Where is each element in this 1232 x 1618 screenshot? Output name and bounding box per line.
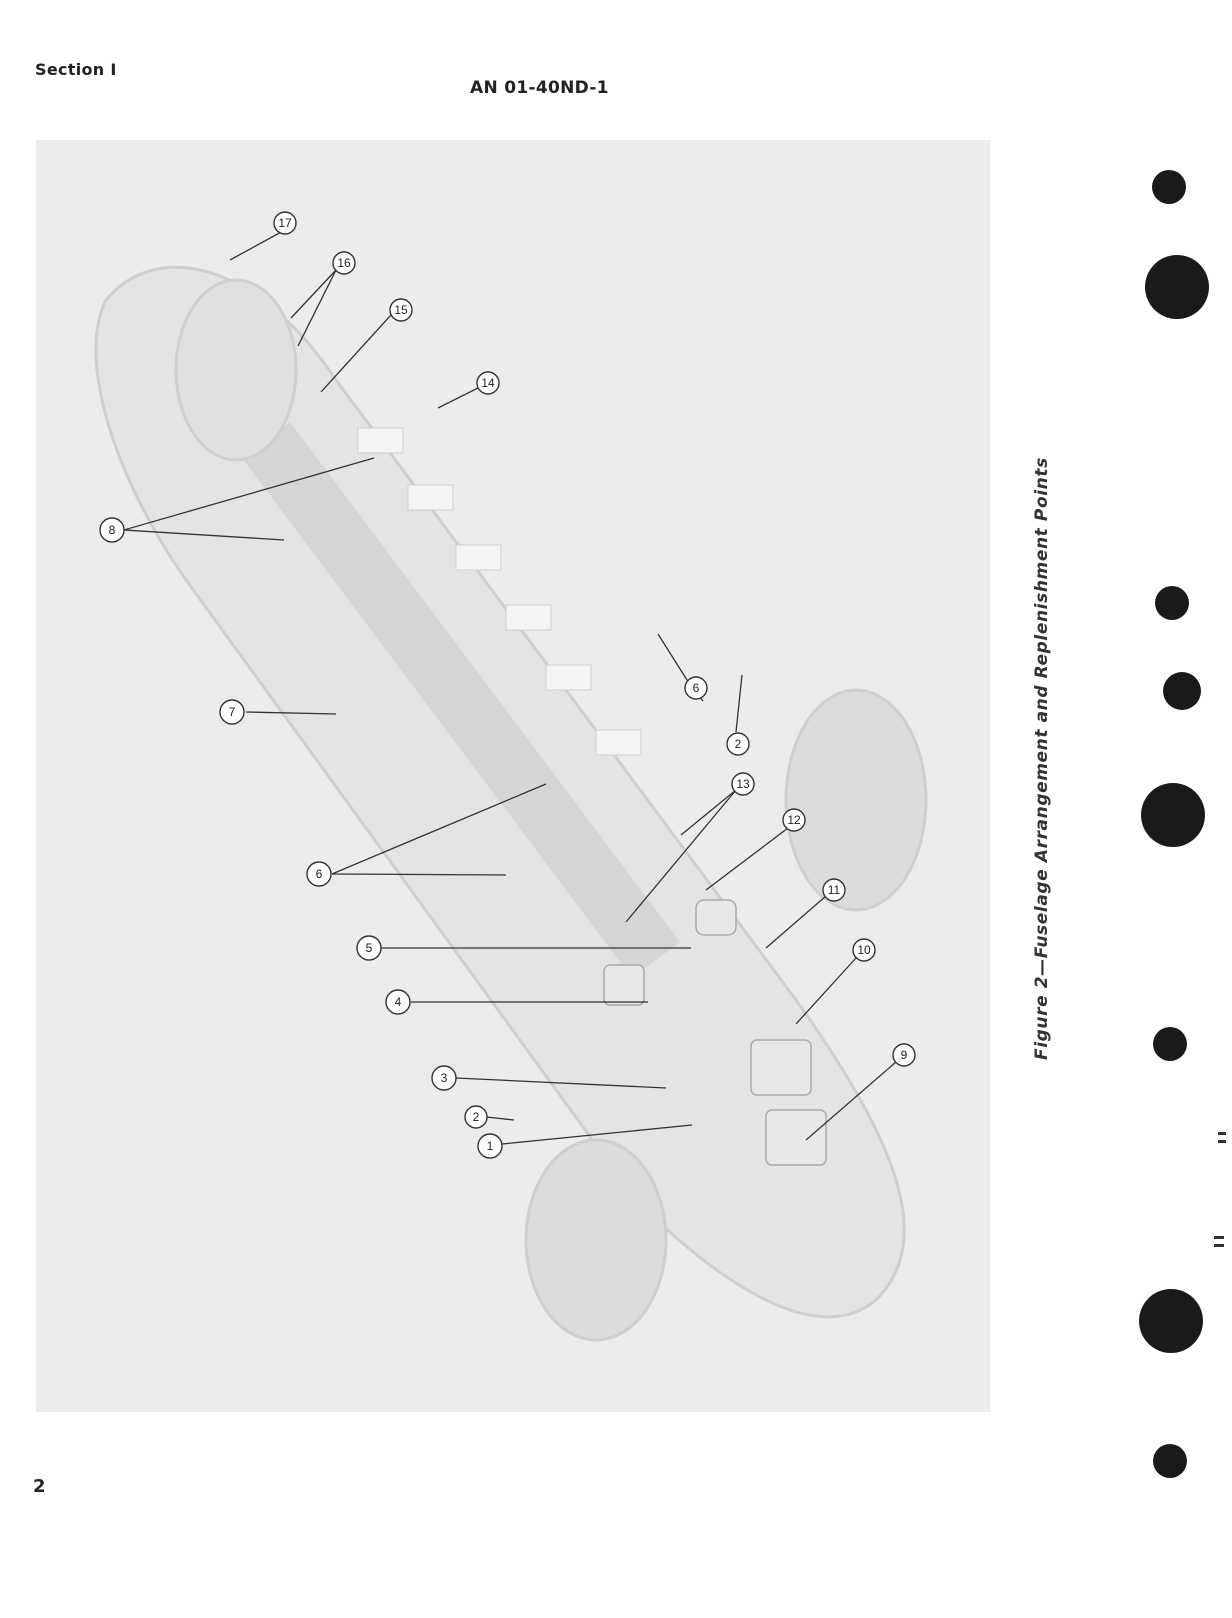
fuselage-drawing: 17 16 15 14 8 7 6 2 6 13 12 5 11 10 4 3 …	[94, 211, 928, 1342]
binder-hole	[1163, 672, 1201, 710]
binder-hole	[1153, 1027, 1187, 1061]
callout-6-right: 6	[684, 676, 708, 700]
callout-17: 17	[273, 211, 297, 235]
document-number: AN 01-40ND-1	[470, 78, 609, 98]
svg-text:8: 8	[109, 523, 116, 537]
callout-7: 7	[219, 699, 245, 725]
registration-mark	[1218, 1140, 1226, 1143]
svg-text:13: 13	[736, 777, 750, 791]
registration-mark	[1214, 1236, 1224, 1239]
callout-8: 8	[99, 517, 125, 543]
svg-text:14: 14	[481, 376, 495, 390]
svg-text:6: 6	[693, 681, 700, 695]
callout-5: 5	[356, 935, 382, 961]
leader-lines	[123, 224, 897, 1145]
callout-10: 10	[852, 938, 876, 962]
svg-text:11: 11	[828, 883, 841, 897]
callout-12: 12	[782, 808, 806, 832]
figure-caption-text: Figure 2—Fuselage Arrangement and Replen…	[1032, 457, 1052, 1060]
callout-13: 13	[731, 772, 755, 796]
fuselage-illustration: 17 16 15 14 8 7 6 2 6 13 12 5 11 10 4 3 …	[36, 140, 990, 1412]
callout-15: 15	[389, 298, 413, 322]
svg-text:5: 5	[366, 941, 373, 955]
callout-1: 1	[477, 1133, 503, 1159]
svg-text:2: 2	[735, 737, 742, 751]
section-header: Section I	[35, 60, 117, 79]
callout-2: 2	[464, 1105, 488, 1129]
callout-16: 16	[332, 251, 356, 275]
callout-4: 4	[385, 989, 411, 1015]
svg-text:10: 10	[857, 943, 871, 957]
callout-11: 11	[822, 878, 846, 902]
svg-text:12: 12	[787, 813, 801, 827]
svg-text:17: 17	[278, 216, 292, 230]
callout-9: 9	[892, 1043, 916, 1067]
callout-markers: 17 16 15 14 8 7 6 2 6 13 12 5 11 10 4 3 …	[99, 211, 916, 1159]
binder-hole	[1141, 783, 1205, 847]
svg-text:3: 3	[441, 1071, 448, 1085]
callout-14: 14	[476, 371, 500, 395]
binder-hole	[1153, 1444, 1187, 1478]
svg-text:7: 7	[229, 705, 236, 719]
binder-hole	[1145, 255, 1209, 319]
svg-text:2: 2	[473, 1110, 480, 1124]
callout-6: 6	[306, 861, 332, 887]
page-number: 2	[33, 1476, 46, 1497]
callout-2-right: 2	[726, 732, 750, 756]
svg-text:6: 6	[316, 867, 323, 881]
fuselage-shape	[94, 265, 928, 1342]
svg-text:9: 9	[901, 1048, 908, 1062]
callout-3: 3	[431, 1065, 457, 1091]
crew-seats	[603, 899, 827, 1166]
binder-hole	[1152, 170, 1186, 204]
svg-text:16: 16	[337, 256, 351, 270]
registration-mark	[1214, 1244, 1224, 1247]
binder-hole	[1139, 1289, 1203, 1353]
svg-text:1: 1	[487, 1139, 494, 1153]
registration-mark	[1218, 1132, 1226, 1135]
binder-hole	[1155, 586, 1189, 620]
cabin-windows	[357, 427, 642, 756]
svg-text:4: 4	[395, 995, 402, 1009]
svg-text:15: 15	[394, 303, 408, 317]
